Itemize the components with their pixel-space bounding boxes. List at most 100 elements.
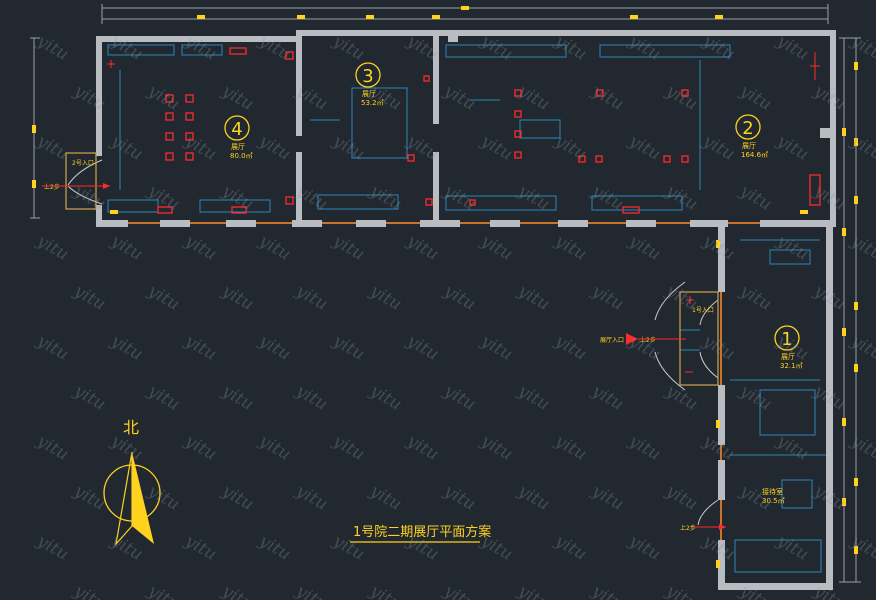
watermark-text: yitu [255,331,294,365]
watermark-text: yitu [847,331,876,365]
watermark-text: yitu [255,531,294,565]
watermark-text: yitu [33,31,72,65]
room-4: 4 展厅 80.0㎡ [224,115,253,160]
watermark-text: yitu [329,331,368,365]
watermark-text: yitu [625,231,664,265]
watermark-text: yitu [218,581,257,600]
room-2-number: 2 [742,118,753,139]
wall-markers [110,210,808,568]
watermark-text: yitu [218,481,257,515]
entrance-label: 展厅入口 [600,337,624,344]
drawing-title-text: 1号院二期展厅平面方案 [353,524,491,540]
watermark-text: yitu [107,131,146,165]
watermark-text: yitu [403,331,442,365]
watermark-text: yitu [736,281,775,315]
watermark-text: yitu [33,531,72,565]
watermark-text: yitu [810,181,849,215]
watermark-text: yitu [588,581,627,600]
entrance-arrow [626,333,638,345]
walls [96,30,836,590]
south-step-arrowhead [719,524,726,530]
watermark-text: yitu [736,81,775,115]
room-3-number: 3 [362,66,373,87]
watermark-text: yitu [107,231,146,265]
watermark-text: yitu [773,131,812,165]
watermark-text: yitu [144,581,183,600]
watermark-text: yitu [181,231,220,265]
watermark-text: yitu [70,81,109,115]
left-dimension-ticks [32,125,36,188]
top-dimension-ticks [197,6,723,19]
watermark-text: yitu [847,431,876,465]
watermark-text: yitu [329,131,368,165]
watermark-text: yitu [662,581,701,600]
west-vestibule [65,152,97,210]
exhibit-marker-details [107,52,820,373]
room-4-area: 80.0㎡ [230,152,253,160]
watermark-text: yitu [736,481,775,515]
watermark-text: yitu [662,81,701,115]
watermark-text: yitu [255,131,294,165]
watermark-text: yitu [699,431,738,465]
watermark-text: yitu [477,231,516,265]
watermark-text: yitu [551,531,590,565]
windows [128,222,760,540]
watermark-text: yitu [551,331,590,365]
room-1-number-circle [774,325,800,351]
watermark-text: yitu [847,31,876,65]
room-4-number: 4 [231,119,242,140]
watermark-text: yitu [847,231,876,265]
watermark-text: yitu [514,381,553,415]
watermark-text: yitu [366,581,405,600]
watermark-text: yitu [181,431,220,465]
room-3-name: 展厅 [362,90,376,98]
watermark-text: yitu [440,481,479,515]
watermark-text: yitu [218,381,257,415]
watermark-text: yitu [662,481,701,515]
room-3-area: 53.2㎡ [361,99,384,107]
watermark-text: yitu [292,281,331,315]
room-3: 3 展厅 53.2㎡ [355,62,384,107]
watermark-layer: yitu yitu yitu yitu yitu yitu yitu yitu yitu yitu… [33,31,876,600]
door-swings [67,159,719,526]
watermark-text: yitu [551,431,590,465]
watermark-text: yitu [292,581,331,600]
watermark-text: yitu [144,381,183,415]
watermark-text: yitu [773,431,812,465]
watermark-text: yitu [181,31,220,65]
watermark-text: yitu [588,481,627,515]
north-arrow: 北 [103,418,161,546]
watermark-text: yitu [551,131,590,165]
west-step-arrowhead [103,183,110,189]
watermark-text: yitu [403,231,442,265]
watermark-text: yitu [625,531,664,565]
room-2-area: 164.6㎡ [741,151,768,159]
room-3-number-circle [355,62,381,88]
room-4-name: 展厅 [231,143,245,151]
annotations: 2号入口 上2步 展厅入口 上2步 1号入口 接待室 30.5㎡ 上2步 [42,160,785,532]
watermark-text: yitu [736,381,775,415]
watermark-text: yitu [773,531,812,565]
watermark-text: yitu [625,431,664,465]
room-2-number-circle [735,114,761,140]
watermark-text: yitu [514,281,553,315]
watermark-text: yitu [107,431,146,465]
watermark-text: yitu [107,531,146,565]
watermark-text: yitu [662,381,701,415]
watermark-text: yitu [218,181,257,215]
watermark-text: yitu [440,381,479,415]
watermark-text: yitu [699,131,738,165]
watermark-text: yitu [588,381,627,415]
watermark-text: yitu [477,331,516,365]
drawing-title: 1号院二期展厅平面方案 [350,524,491,543]
watermark-text: yitu [329,431,368,465]
watermark-text: yitu [292,381,331,415]
watermark-text: yitu [440,281,479,315]
watermark-text: yitu [33,231,72,265]
watermark-text: yitu [144,81,183,115]
watermark-text: yitu [847,131,876,165]
watermark-text: yitu [107,31,146,65]
watermark-text: yitu [773,231,812,265]
watermark-text: yitu [70,281,109,315]
